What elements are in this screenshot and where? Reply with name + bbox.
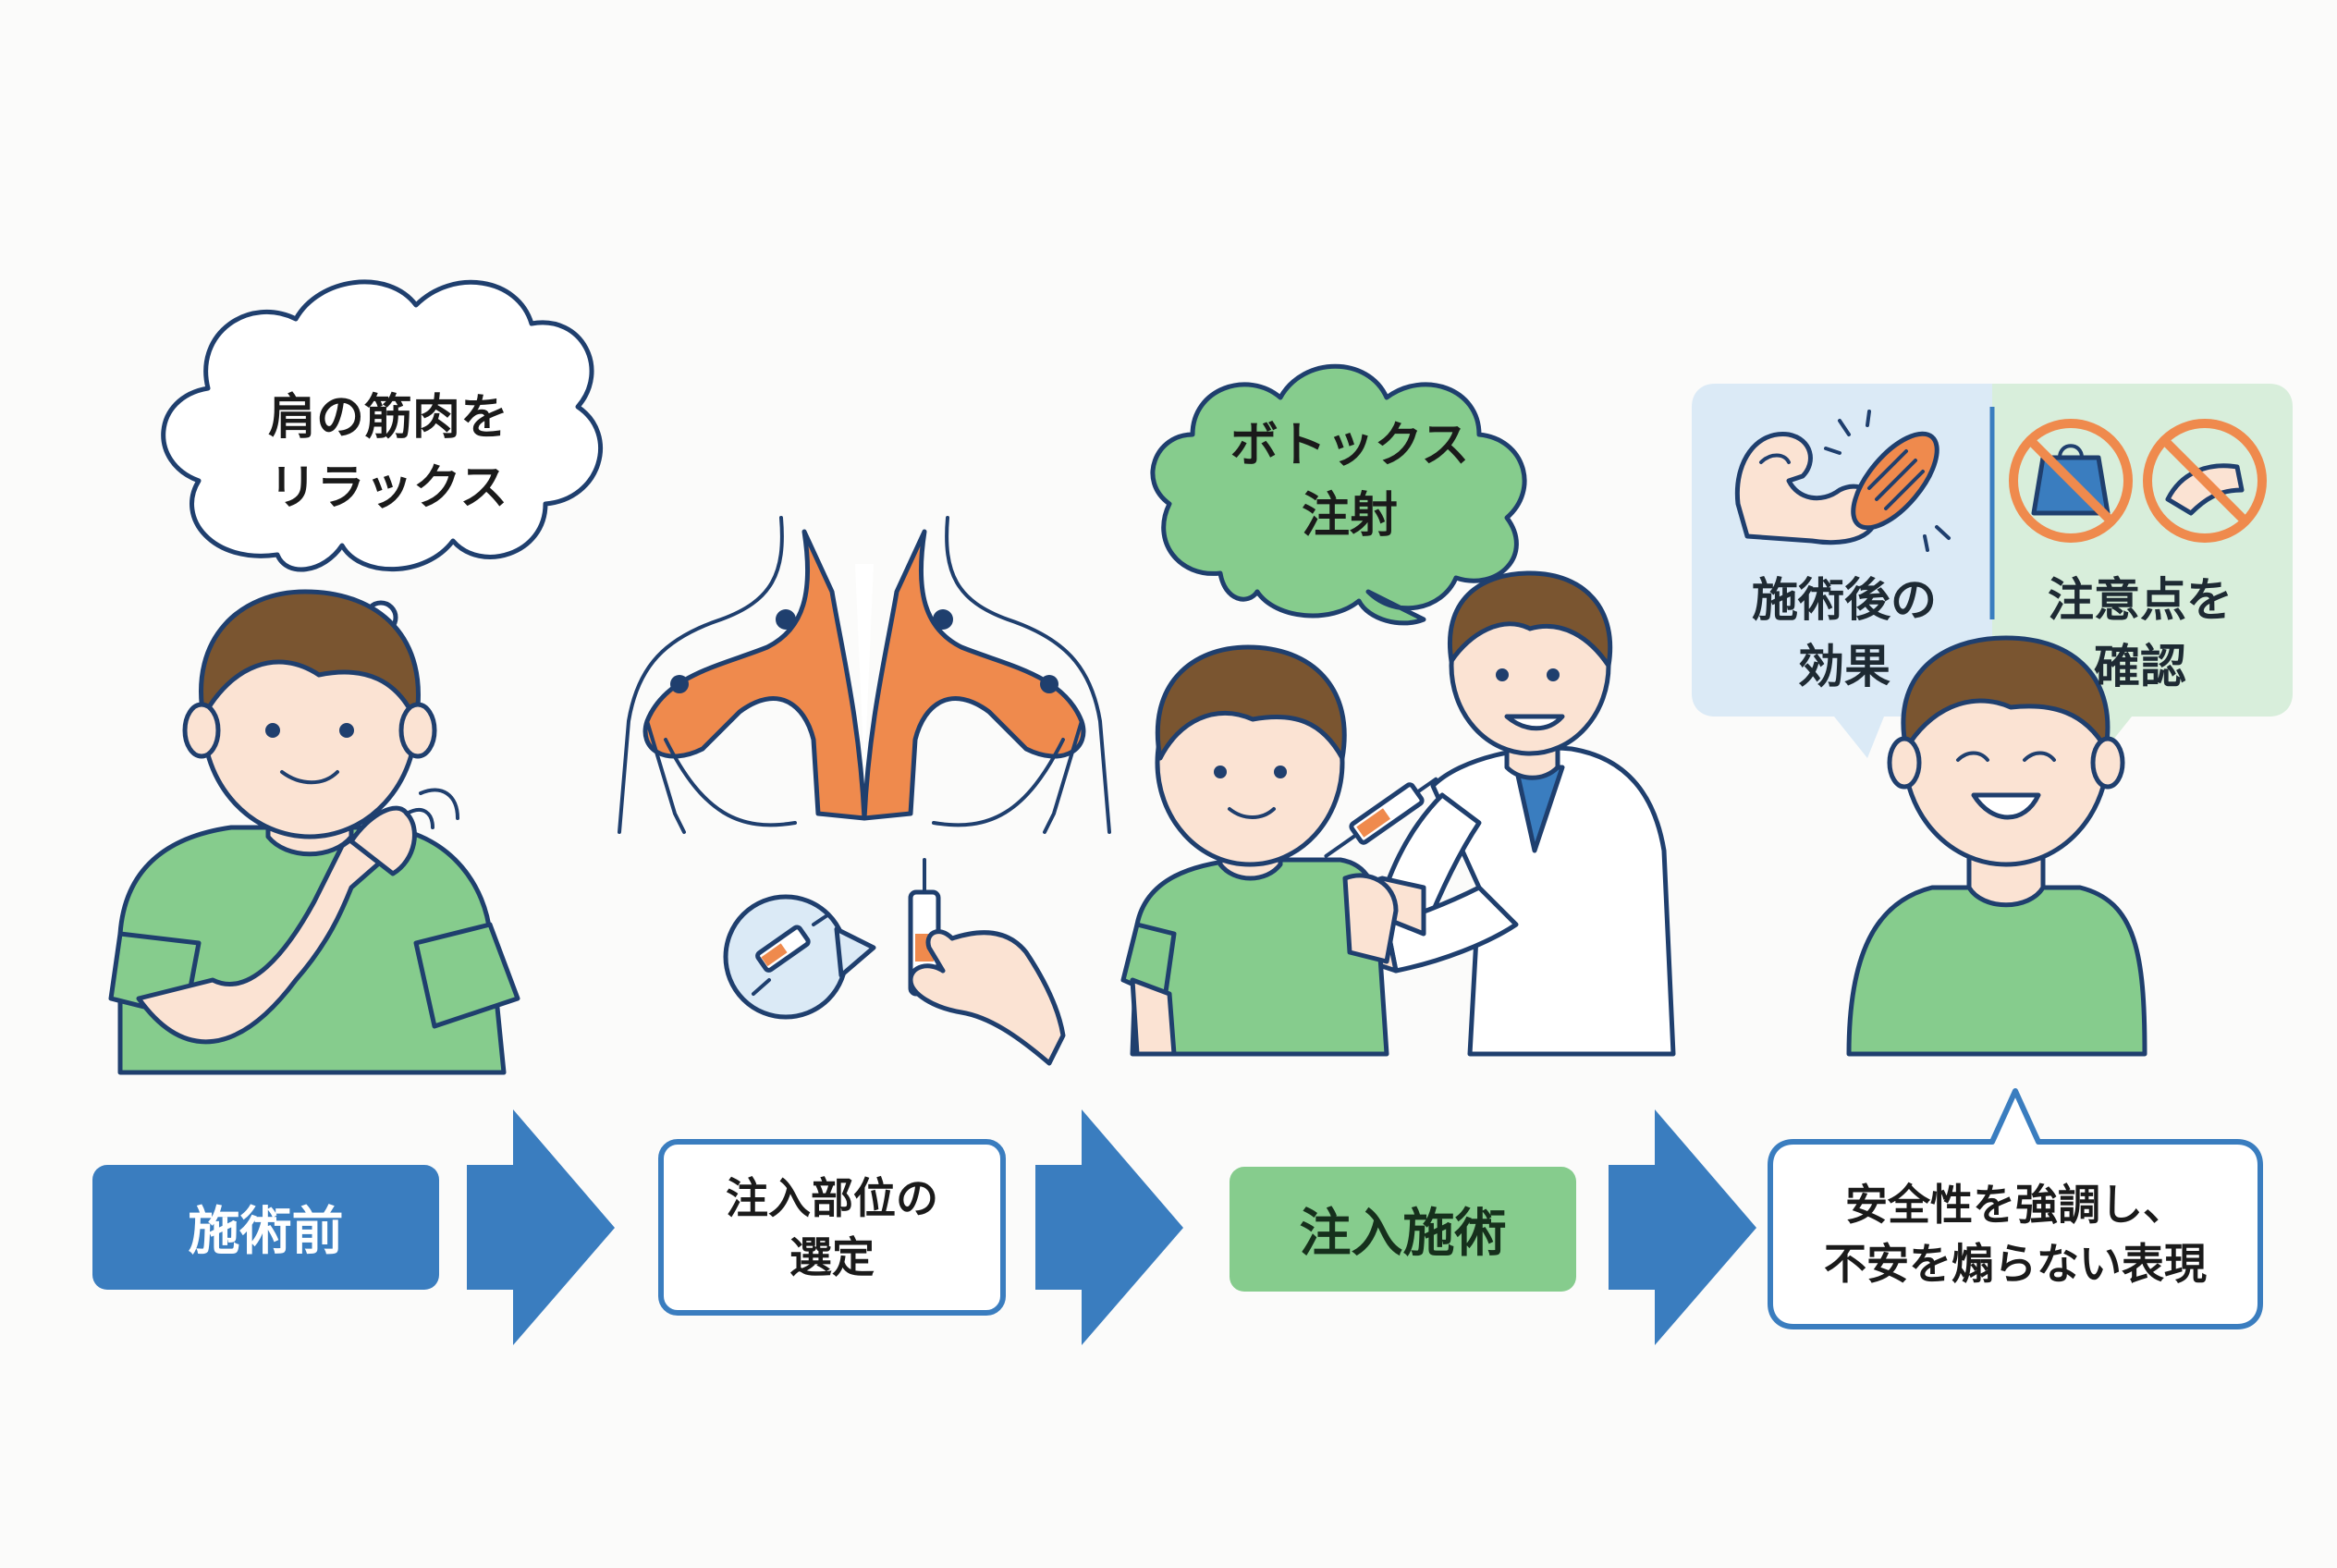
step-4-box [1768, 1088, 2263, 1329]
flow-arrow-2 [1035, 1109, 1183, 1345]
step-1-label: 施術前 [188, 1202, 344, 1262]
no-weight-icon [2009, 419, 2133, 543]
syringe-icon [752, 913, 829, 996]
speech-bubble-text: ボトックス 注射 [1202, 407, 1498, 555]
shoulder-anatomy [618, 516, 1111, 834]
no-massage-icon [2143, 419, 2267, 543]
step-4-line-1: 安全性を強調し、 [1845, 1180, 2185, 1230]
thought-bubble [161, 279, 603, 678]
flow-arrow-1 [467, 1109, 615, 1345]
panel-right-line-1: 注意点を [2048, 573, 2233, 627]
hand-with-syringe [908, 858, 1066, 1066]
speech-bubble [1150, 363, 1527, 626]
step-2-line-1: 注入部位の [726, 1172, 938, 1223]
step-2-box [658, 1139, 1006, 1316]
info-panel [1692, 384, 2293, 758]
step-1-box [92, 1165, 439, 1290]
speech-line-2: 注射 [1301, 488, 1398, 544]
flow-arrow-3 [1609, 1109, 1756, 1345]
syringe-icon [1324, 777, 1438, 858]
muscle-fiber-icon [1824, 410, 1951, 552]
panel-right-line-2: 確認 [2094, 640, 2186, 693]
speech-line-1: ボトックス [1230, 418, 1470, 473]
step-4-label: 安全性を強調し、 不安を煽らない表現 [1770, 1142, 2260, 1327]
panel-left-text: 施術後の 効果 [1710, 564, 1978, 703]
step-2-label: 注入部位の 選定 [661, 1142, 1003, 1313]
thought-line-2: リラックス [268, 460, 508, 516]
step-3-box [1230, 1167, 1576, 1292]
patient-before [108, 589, 520, 1075]
step-4-line-2: 不安を煽らない表現 [1824, 1239, 2207, 1289]
patient-injection [1120, 644, 1399, 1057]
panel-left-line-2: 効果 [1798, 640, 1890, 693]
step-3-label: 注入施術 [1299, 1204, 1507, 1264]
panel-left-line-1: 施術後の [1752, 573, 1937, 627]
thought-line-1: 肩の筋肉を [267, 390, 508, 446]
thought-bubble-text: 肩の筋肉を リラックス [231, 370, 545, 536]
syringe-zoom-bubble [723, 894, 876, 1020]
step-2-line-2: 選定 [789, 1231, 875, 1282]
muscle-arm-icon [1734, 432, 1879, 545]
panel-right-text: 注意点を 確認 [2006, 564, 2274, 703]
patient-after [1846, 635, 2147, 1057]
